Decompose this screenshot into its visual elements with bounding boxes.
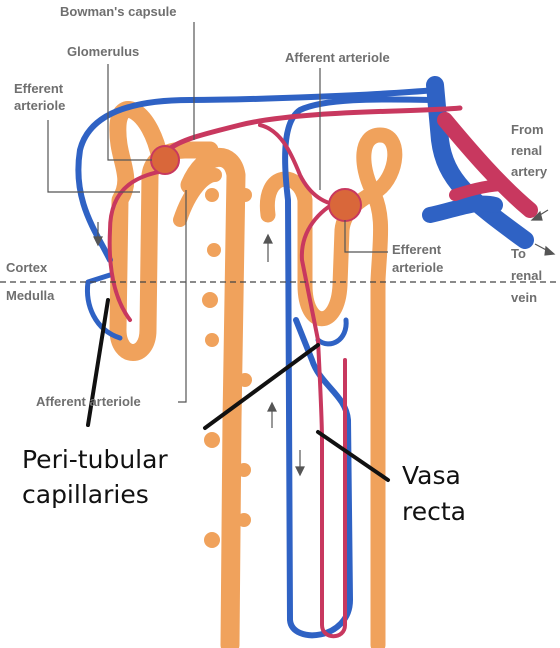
- vein-arch: [75, 87, 438, 263]
- annotation-vasa-recta-line1: Vasa: [402, 461, 461, 490]
- collecting-duct-branch: [173, 168, 222, 227]
- leader-efferent-right: [344, 220, 388, 253]
- glomerulus-right: [328, 188, 362, 222]
- label-glomerulus: Glomerulus: [67, 44, 139, 59]
- annotation-peritubular-line2: capillaries: [22, 480, 149, 509]
- renal-tubules: [109, 101, 403, 648]
- label-efferent-right-line2: arteriole: [392, 260, 443, 275]
- label-efferent-left-line1: Efferent: [14, 81, 64, 96]
- label-to-renal-vein-line3: vein: [511, 290, 537, 305]
- leader-glomerulus: [107, 64, 152, 161]
- duct-bud: [205, 188, 219, 202]
- artery-left-loop: [107, 168, 170, 322]
- flow-arrows: [93, 209, 556, 477]
- glomeruli: [150, 145, 362, 222]
- annotation-lines: [86, 298, 390, 482]
- flow-arrow-icon: [530, 210, 543, 221]
- renal-vein: [426, 76, 534, 249]
- leader-efferent-left: [47, 120, 140, 193]
- diagram-labels: Bowman's capsule Glomerulus Efferent art…: [6, 4, 548, 409]
- annotation-line-peritubular-right: [203, 343, 320, 430]
- duct-bud: [204, 432, 220, 448]
- collecting-duct: [180, 148, 246, 648]
- renal-artery-branch: [449, 179, 511, 201]
- label-efferent-left-line2: arteriole: [14, 98, 65, 113]
- duct-bud: [237, 463, 251, 477]
- right-nephron-tubule: [259, 127, 403, 648]
- flow-arrow-icon: [93, 236, 103, 247]
- label-from-renal-artery-line2: renal: [511, 143, 542, 158]
- renal-artery: [437, 112, 538, 218]
- duct-bud: [238, 188, 252, 202]
- duct-bud: [204, 532, 220, 548]
- artery-afferent: [258, 123, 344, 207]
- leader-afferent-bottom: [178, 190, 187, 403]
- vein-left-loop: [84, 272, 123, 341]
- duct-bud: [237, 513, 251, 527]
- flow-arrow-icon: [267, 401, 277, 412]
- annotation-line-peritubular-left: [86, 298, 110, 427]
- artery-right-vasa: [299, 198, 347, 639]
- annotation-peritubular-line1: Peri-tubular: [22, 445, 168, 474]
- label-cortex: Cortex: [6, 260, 48, 275]
- vein-right-mid: [315, 317, 349, 347]
- duct-bud: [207, 243, 221, 257]
- artery-arch: [165, 105, 463, 153]
- leader-lines: [47, 22, 388, 403]
- renal-vein-branch: [422, 195, 503, 223]
- label-medulla: Medulla: [6, 288, 55, 303]
- label-bowmans-capsule: Bowman's capsule: [60, 4, 177, 19]
- arterial-vessels: [107, 105, 538, 639]
- annotation-line-vasa-recta: [316, 430, 390, 482]
- label-to-renal-vein-line2: renal: [511, 268, 542, 283]
- duct-bud: [202, 292, 218, 308]
- duct-bud: [205, 333, 219, 347]
- label-afferent-top: Afferent arteriole: [285, 50, 390, 65]
- glomerulus-left: [150, 145, 180, 175]
- flow-arrow-icon: [295, 466, 305, 477]
- label-afferent-bottom: Afferent arteriole: [36, 394, 141, 409]
- annotation-vasa-recta-line2: recta: [402, 497, 466, 526]
- annotation-labels: Peri-tubular capillaries Vasa recta: [22, 445, 466, 526]
- label-to-renal-vein-line1: To: [511, 246, 526, 261]
- duct-bud: [238, 373, 252, 387]
- label-efferent-right-line1: Efferent: [392, 242, 442, 257]
- label-from-renal-artery-line1: From: [511, 122, 544, 137]
- flow-arrow-icon: [544, 245, 556, 256]
- label-from-renal-artery-line3: artery: [511, 164, 548, 179]
- flow-arrow-icon: [263, 233, 273, 244]
